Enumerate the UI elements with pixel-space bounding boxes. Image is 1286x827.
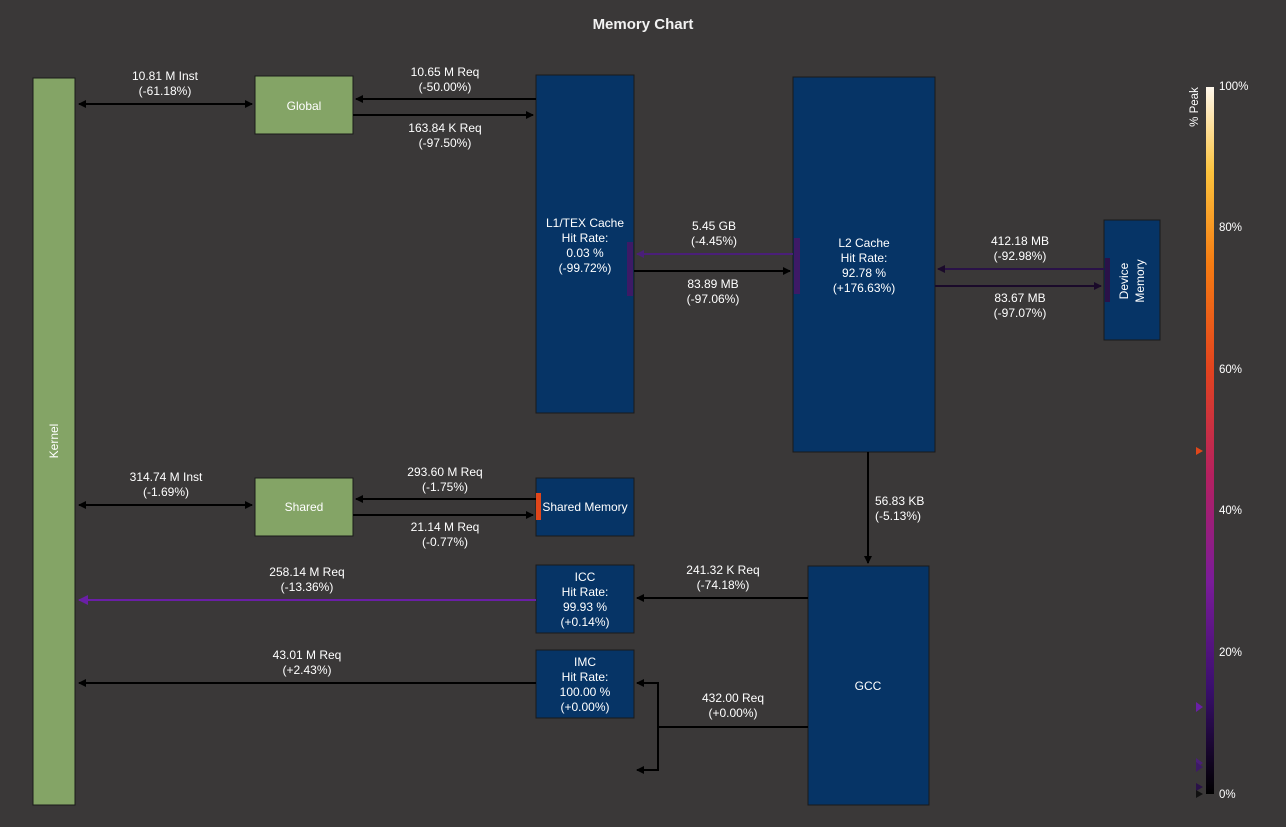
link-l2-gcc[interactable]: 56.83 KB (-5.13%) xyxy=(864,452,924,564)
kernel-global-delta: (-61.18%) xyxy=(139,84,192,98)
l1tex-name: L1/TEX Cache xyxy=(546,216,624,230)
shared-memory-port xyxy=(536,493,541,520)
l2-device-load-value: 412.18 MB xyxy=(991,234,1049,248)
shared-smem-load-value: 293.60 M Req xyxy=(407,465,482,479)
link-gcc-icc[interactable]: 241.32 K Req (-74.18%) xyxy=(636,563,808,602)
l2-device-load-delta: (-92.98%) xyxy=(994,249,1047,263)
peak-tick-100: 100% xyxy=(1219,81,1248,93)
gcc-icc-value: 241.32 K Req xyxy=(686,563,759,577)
kernel-shared-delta: (-1.69%) xyxy=(143,485,189,499)
peak-marker-shared-memory xyxy=(1196,447,1203,455)
peak-marker-device xyxy=(1196,783,1203,791)
peak-tick-80: 80% xyxy=(1219,222,1242,234)
link-shared-smem-store[interactable]: 21.14 M Req (-0.77%) xyxy=(353,511,534,549)
icc-hitrate-delta: (+0.14%) xyxy=(560,615,609,629)
kernel-global-value: 10.81 M Inst xyxy=(132,69,199,83)
l2-hitrate-value: 92.78 % xyxy=(842,266,886,280)
peak-scale: % Peak 100% 80% 60% 40% 20% 0% xyxy=(1189,81,1248,801)
l2-name: L2 Cache xyxy=(838,236,890,250)
shared-unit[interactable]: Shared xyxy=(254,477,354,537)
l1-l2-store-value: 83.89 MB xyxy=(687,277,738,291)
global-unit[interactable]: Global xyxy=(254,75,354,135)
link-l2-device-store[interactable]: 83.67 MB (-97.07%) xyxy=(935,282,1102,320)
device-memory-label-2: Memory xyxy=(1133,259,1147,302)
kernel-unit[interactable]: Kernel xyxy=(32,77,76,806)
l1-l2-load-value: 5.45 GB xyxy=(692,219,736,233)
link-l1-l2-store[interactable]: 83.89 MB (-97.06%) xyxy=(634,267,791,306)
peak-tick-20: 20% xyxy=(1219,647,1242,659)
shared-memory-label: Shared Memory xyxy=(542,500,627,514)
l2-port xyxy=(794,238,800,294)
peak-scale-title: % Peak xyxy=(1189,87,1201,127)
shared-label: Shared xyxy=(285,500,324,514)
l2-cache-unit[interactable]: L2 Cache Hit Rate: 92.78 % (+176.63%) xyxy=(792,76,936,453)
l2-hitrate-label: Hit Rate: xyxy=(841,251,888,265)
shared-smem-store-value: 21.14 M Req xyxy=(411,520,480,534)
icc-hitrate-value: 99.93 % xyxy=(563,600,607,614)
peak-tick-40: 40% xyxy=(1219,505,1242,517)
imc-name: IMC xyxy=(574,655,596,669)
peak-tick-0: 0% xyxy=(1219,789,1236,801)
peak-tick-60: 60% xyxy=(1219,364,1242,376)
l1tex-hitrate-delta: (-99.72%) xyxy=(559,261,612,275)
global-l1-store-value: 163.84 K Req xyxy=(408,121,481,135)
gcc-unit[interactable]: GCC xyxy=(807,565,930,806)
gcc-imc-delta: (+0.00%) xyxy=(708,706,757,720)
l1tex-cache-unit[interactable]: L1/TEX Cache Hit Rate: 0.03 % (-99.72%) xyxy=(535,74,635,414)
gcc-label: GCC xyxy=(855,679,882,693)
imc-hitrate-label: Hit Rate: xyxy=(562,670,609,684)
global-l1-store-delta: (-97.50%) xyxy=(419,136,472,150)
icc-kernel-delta: (-13.36%) xyxy=(281,580,334,594)
global-l1-load-delta: (-50.00%) xyxy=(419,80,472,94)
l2-device-store-delta: (-97.07%) xyxy=(994,306,1047,320)
shared-smem-load-delta: (-1.75%) xyxy=(422,480,468,494)
kernel-label: Kernel xyxy=(47,424,61,459)
link-kernel-global[interactable]: 10.81 M Inst (-61.18%) xyxy=(78,69,253,108)
peak-scale-bar xyxy=(1206,87,1214,794)
gcc-icc-delta: (-74.18%) xyxy=(697,578,750,592)
device-port xyxy=(1105,258,1110,302)
peak-marker-low xyxy=(1196,790,1203,798)
link-kernel-shared[interactable]: 314.74 M Inst (-1.69%) xyxy=(78,470,253,509)
link-imc-kernel[interactable]: 43.01 M Req (+2.43%) xyxy=(78,648,536,687)
l1-port xyxy=(627,242,633,296)
link-shared-smem-load[interactable]: 293.60 M Req (-1.75%) xyxy=(355,465,536,503)
imc-kernel-delta: (+2.43%) xyxy=(282,663,331,677)
link-gcc-imc[interactable]: 432.00 Req (+0.00%) xyxy=(636,679,808,774)
shared-smem-store-delta: (-0.77%) xyxy=(422,535,468,549)
l1-l2-store-delta: (-97.06%) xyxy=(687,292,740,306)
link-icc-kernel[interactable]: 258.14 M Req (-13.36%) xyxy=(78,565,536,605)
peak-marker-l2 xyxy=(1196,762,1203,772)
icc-hitrate-label: Hit Rate: xyxy=(562,585,609,599)
chart-title: Memory Chart xyxy=(592,16,694,33)
peak-marker-icc xyxy=(1196,702,1203,712)
global-label: Global xyxy=(287,99,322,113)
shared-memory-unit[interactable]: Shared Memory xyxy=(535,477,635,537)
kernel-shared-value: 314.74 M Inst xyxy=(130,470,203,484)
icc-unit[interactable]: ICC Hit Rate: 99.93 % (+0.14%) xyxy=(535,564,635,634)
l1tex-hitrate-label: Hit Rate: xyxy=(562,231,609,245)
l1-l2-load-delta: (-4.45%) xyxy=(691,234,737,248)
imc-hitrate-value: 100.00 % xyxy=(560,685,611,699)
imc-kernel-value: 43.01 M Req xyxy=(273,648,342,662)
link-global-l1-store[interactable]: 163.84 K Req (-97.50%) xyxy=(353,111,534,150)
l2-device-store-value: 83.67 MB xyxy=(994,291,1045,305)
l2-gcc-value: 56.83 KB xyxy=(875,494,924,508)
device-memory-unit[interactable]: Device Memory xyxy=(1103,219,1161,341)
l2-hitrate-delta: (+176.63%) xyxy=(833,281,895,295)
l2-gcc-delta: (-5.13%) xyxy=(875,509,921,523)
link-l2-device-load[interactable]: 412.18 MB (-92.98%) xyxy=(937,234,1104,273)
icc-name: ICC xyxy=(575,570,596,584)
gcc-imc-value: 432.00 Req xyxy=(702,691,764,705)
imc-hitrate-delta: (+0.00%) xyxy=(560,700,609,714)
device-memory-label-1: Device xyxy=(1117,262,1131,299)
icc-kernel-value: 258.14 M Req xyxy=(269,565,344,579)
imc-unit[interactable]: IMC Hit Rate: 100.00 % (+0.00%) xyxy=(535,649,635,719)
link-l1-l2-load[interactable]: 5.45 GB (-4.45%) xyxy=(636,219,793,258)
global-l1-load-value: 10.65 M Req xyxy=(411,65,480,79)
l1tex-hitrate-value: 0.03 % xyxy=(566,246,604,260)
link-global-l1-load[interactable]: 10.65 M Req (-50.00%) xyxy=(355,65,536,103)
